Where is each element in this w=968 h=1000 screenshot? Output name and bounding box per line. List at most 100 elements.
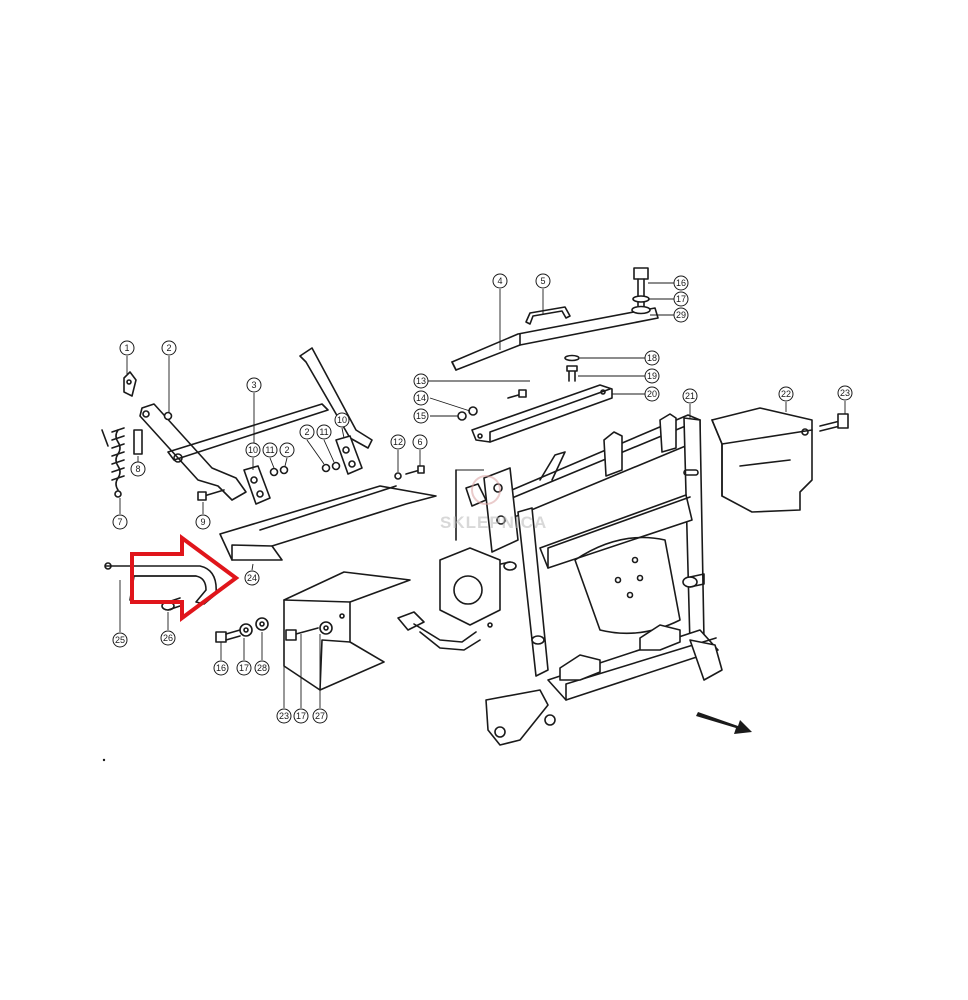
callout-29: 29 [673,307,689,323]
part-8-pin [133,429,143,455]
callout-11-b: 11 [316,424,332,440]
callout-11-b-label: 11 [319,427,328,437]
part-23-bolt-right [819,413,849,432]
direction-arrow [696,712,752,734]
callout-6-label: 6 [417,437,422,447]
callout-2-a: 2 [161,340,177,356]
callout-5: 5 [535,273,551,289]
callout-24-highlighted: 24 [244,570,260,586]
callout-28-label: 28 [257,663,267,673]
highlight-arrow [130,534,240,622]
callout-21-label: 21 [685,391,695,401]
callout-17-c-label: 17 [296,711,306,721]
callout-19-label: 19 [647,371,657,381]
callout-17-a: 17 [673,291,689,307]
callout-7: 7 [112,514,128,530]
pedal-assembly [397,547,501,651]
callout-11-a: 11 [262,442,278,458]
part-25-u-bar [104,562,217,605]
part-1-clip [123,371,137,397]
callout-16-a-label: 16 [676,278,686,288]
highlight-arrow-shape [130,534,240,622]
leader-lines [119,282,846,708]
callout-2-b-label: 2 [284,445,289,455]
callout-1: 1 [119,340,135,356]
callout-2-c: 2 [299,424,315,440]
callout-19: 19 [644,368,660,384]
bolt-stack-16-17-29 [631,267,651,315]
callout-27-label: 27 [315,711,325,721]
callout-17-a-label: 17 [676,294,686,304]
callout-12: 12 [390,434,406,450]
callout-3: 3 [246,377,262,393]
callout-14: 14 [413,390,429,406]
callout-18-label: 18 [647,353,657,363]
callout-26-label: 26 [163,633,173,643]
callout-7-label: 7 [117,517,122,527]
part-27-guard [283,571,411,691]
callout-16-b: 16 [213,660,229,676]
callout-29-label: 29 [676,310,686,320]
callout-13: 13 [413,373,429,389]
callout-10-a: 10 [245,442,261,458]
part-5-handle [525,306,571,325]
callout-9: 9 [195,514,211,530]
callout-10-b-label: 10 [337,415,347,425]
callout-1-label: 1 [124,343,129,353]
callout-21: 21 [682,388,698,404]
side-plate [455,467,519,553]
callout-9-label: 9 [200,517,205,527]
callout-18: 18 [644,350,660,366]
callout-13-label: 13 [416,376,426,386]
callout-10-a-label: 10 [248,445,258,455]
watermark-text: SKLEPNICA [440,513,547,532]
callout-23-a: 23 [837,385,853,401]
callout-8-label: 8 [135,464,140,474]
callout-4: 4 [492,273,508,289]
part-10-plates [243,435,363,505]
callout-24-label: 24 [247,573,257,583]
callout-12-label: 12 [393,437,403,447]
washer-bolt-18-19 [564,354,580,382]
callout-25: 25 [112,632,128,648]
callout-16-b-label: 16 [216,663,226,673]
callout-20: 20 [644,386,660,402]
callout-23-a-label: 23 [840,388,850,398]
part-22-side-cover [711,407,813,513]
callout-17-b-label: 17 [239,663,249,673]
callout-28: 28 [254,660,270,676]
callout-14-label: 14 [416,393,426,403]
part-9-bolt [197,489,225,501]
callout-11-a-label: 11 [265,445,274,455]
callout-8: 8 [130,461,146,477]
callout-26: 26 [160,630,176,646]
callout-4-label: 4 [497,276,502,286]
callout-10-b: 10 [334,412,350,428]
stray-mark [102,758,106,762]
callout-23-b: 23 [276,708,292,724]
callout-23-b-label: 23 [279,711,289,721]
callout-3-label: 3 [251,380,256,390]
callout-16-a: 16 [673,275,689,291]
bolt-washers-16-17-28 [215,617,269,643]
nuts-washers [163,411,425,480]
callout-2-c-label: 2 [304,427,309,437]
callout-20-label: 20 [647,389,657,399]
callout-27: 27 [312,708,328,724]
part-7-spring [101,427,125,498]
callout-2-a-label: 2 [166,343,171,353]
part-4-top-plate [451,307,659,371]
callout-6: 6 [412,434,428,450]
callout-15: 15 [413,408,429,424]
callout-17-b: 17 [236,660,252,676]
watermark-logo: SKLEPNICA [440,475,547,532]
main-frame [485,413,723,746]
callout-22: 22 [778,386,794,402]
part-24-footplate [219,485,437,561]
callout-15-label: 15 [416,411,426,421]
part-20-bracket [471,384,613,443]
callout-17-c: 17 [293,708,309,724]
callout-2-b: 2 [279,442,295,458]
callout-22-label: 22 [781,389,791,399]
